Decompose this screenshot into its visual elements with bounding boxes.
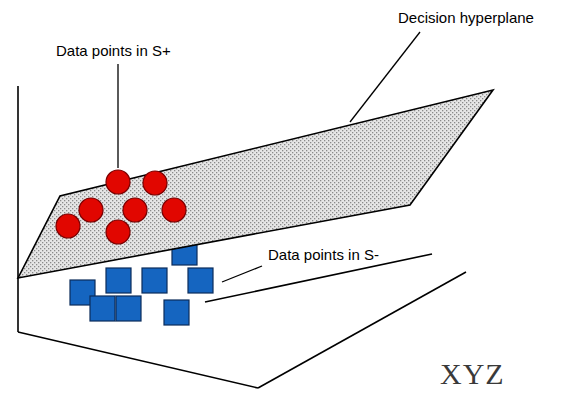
decision-hyperplane	[18, 90, 493, 278]
callout-label: Data points in S+	[56, 42, 171, 60]
watermark: XYZ	[440, 358, 505, 390]
callout-label: Decision hyperplane	[398, 9, 534, 27]
red-circles	[56, 170, 186, 244]
callout-label: Data points in S-	[268, 246, 379, 264]
leader-lines	[118, 32, 420, 282]
